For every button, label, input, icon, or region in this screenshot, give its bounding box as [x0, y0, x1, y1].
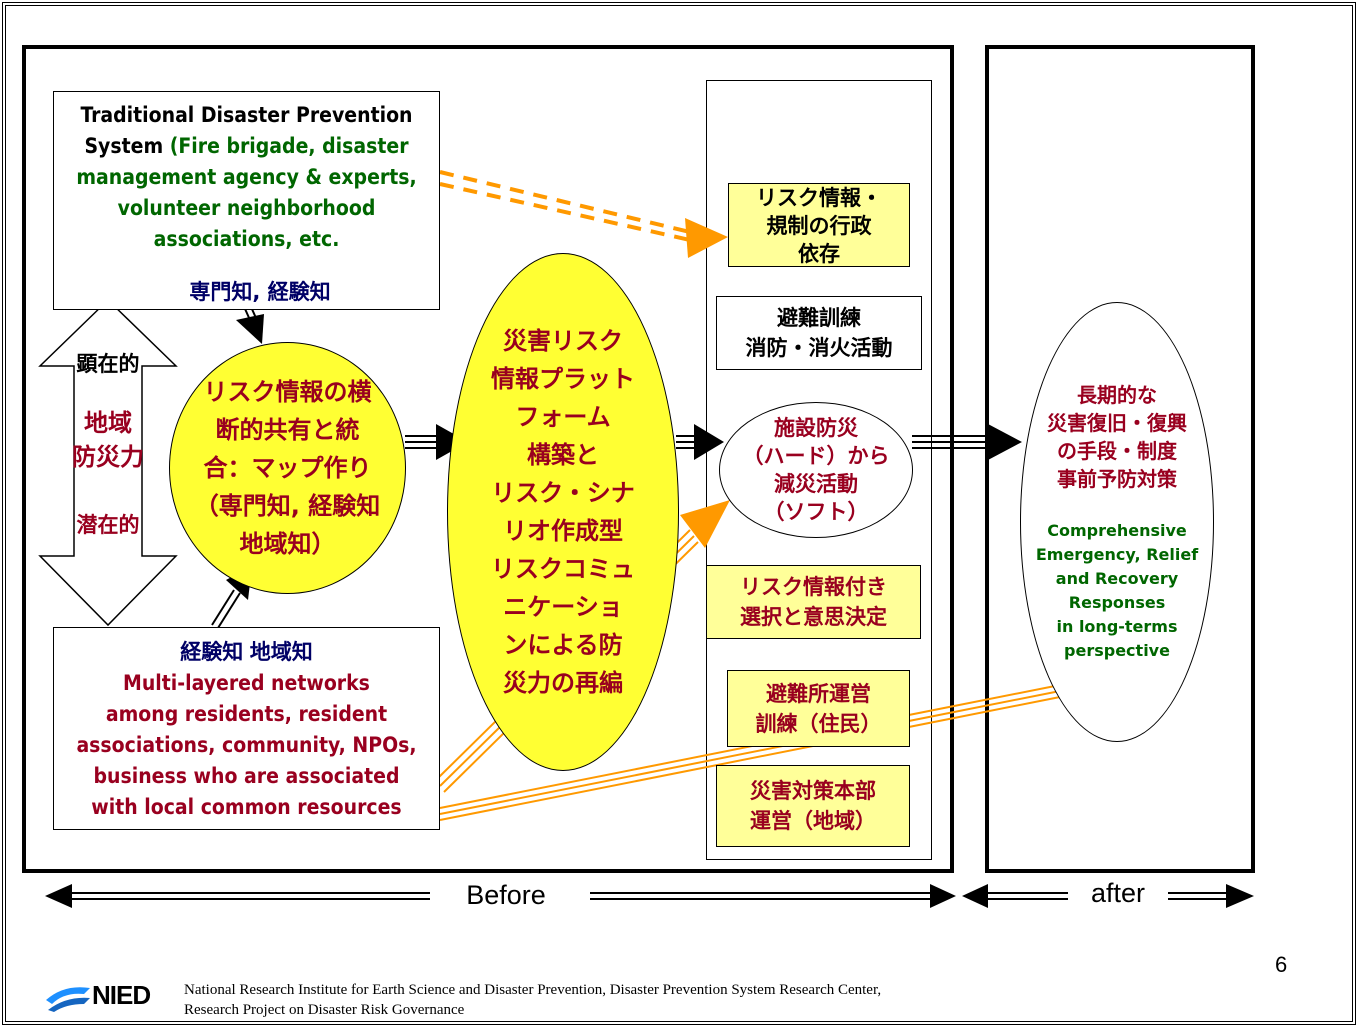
before-phase-box: [22, 45, 954, 873]
action-shelter-operation: 避難所運営 訓練（住民）: [727, 670, 910, 747]
footer-line-2: Research Project on Disaster Risk Govern…: [184, 1002, 465, 1018]
nied-logo-icon: [46, 987, 90, 1012]
nied-logo-text: NIED: [92, 980, 151, 1010]
capacity-double-arrow-shape: [38, 298, 178, 627]
footer-credits: National Research Institute for Earth Sc…: [184, 980, 1184, 1020]
risk-info-sharing-ellipse: リスク情報の横 断的共有と統 合：マップ作り （専門知, 経験知 地域知）: [169, 342, 406, 594]
arrow-center-to-actions: [676, 424, 724, 460]
long-term-recovery-jp: 長期的な 災害復旧・復興 の手段・制度 事前予防対策: [1047, 383, 1187, 491]
traditional-system-box: Traditional Disaster Prevention System (…: [53, 91, 440, 310]
action-facility-to-mitigation: 施設防災 （ハード）から 減災活動 （ソフト）: [719, 402, 913, 538]
timeline-before-arrow: [45, 884, 956, 908]
community-networks-text: Multi-layered networks among residents, …: [76, 671, 417, 819]
traditional-system-title: Traditional Disaster Prevention System: [80, 103, 413, 158]
long-term-recovery-en: Comprehensive Emergency, Relief and Reco…: [1035, 521, 1199, 660]
expert-knowledge-label: 専門知, 経験知: [189, 280, 331, 304]
dashed-orange-arrow: [439, 170, 728, 258]
risk-platform-ellipse: 災害リスク 情報プラット フォーム 構築と リスク・シナ リオ作成型 リスクコミ…: [447, 253, 679, 771]
timeline-after-label: after: [1090, 878, 1146, 908]
timeline-after-arrow: [962, 884, 1254, 908]
community-networks-box: 経験知 地域知 Multi-layered networks among res…: [53, 627, 440, 830]
after-phase-box: [985, 45, 1255, 873]
long-term-recovery-ellipse: 長期的な 災害復旧・復興 の手段・制度 事前予防対策 Comprehensive…: [1020, 302, 1214, 742]
capacity-main-label: 地域 防災力: [72, 409, 144, 471]
timeline-before-label: Before: [466, 880, 546, 910]
traditional-system-members: (Fire brigade, disaster management agenc…: [76, 134, 417, 251]
capacity-latent-label: 潜在的: [76, 513, 140, 537]
community-knowledge-label: 経験知 地域知: [180, 640, 313, 664]
arrow-actions-to-after: [912, 424, 1022, 460]
action-disaster-hq: 災害対策本部 運営（地域）: [716, 765, 910, 847]
action-evacuation-drill: 避難訓練 消防・消火活動: [716, 296, 922, 370]
page-number: 6: [1275, 952, 1288, 977]
action-admin-dependence: リスク情報・ 規制の行政 依存: [728, 183, 910, 267]
capacity-explicit-label: 顕在的: [76, 352, 140, 376]
action-risk-informed-decision: リスク情報付き 選択と意思決定: [706, 565, 921, 639]
nied-logo: NIED: [44, 980, 172, 1014]
footer-line-1: National Research Institute for Earth Sc…: [184, 982, 882, 998]
